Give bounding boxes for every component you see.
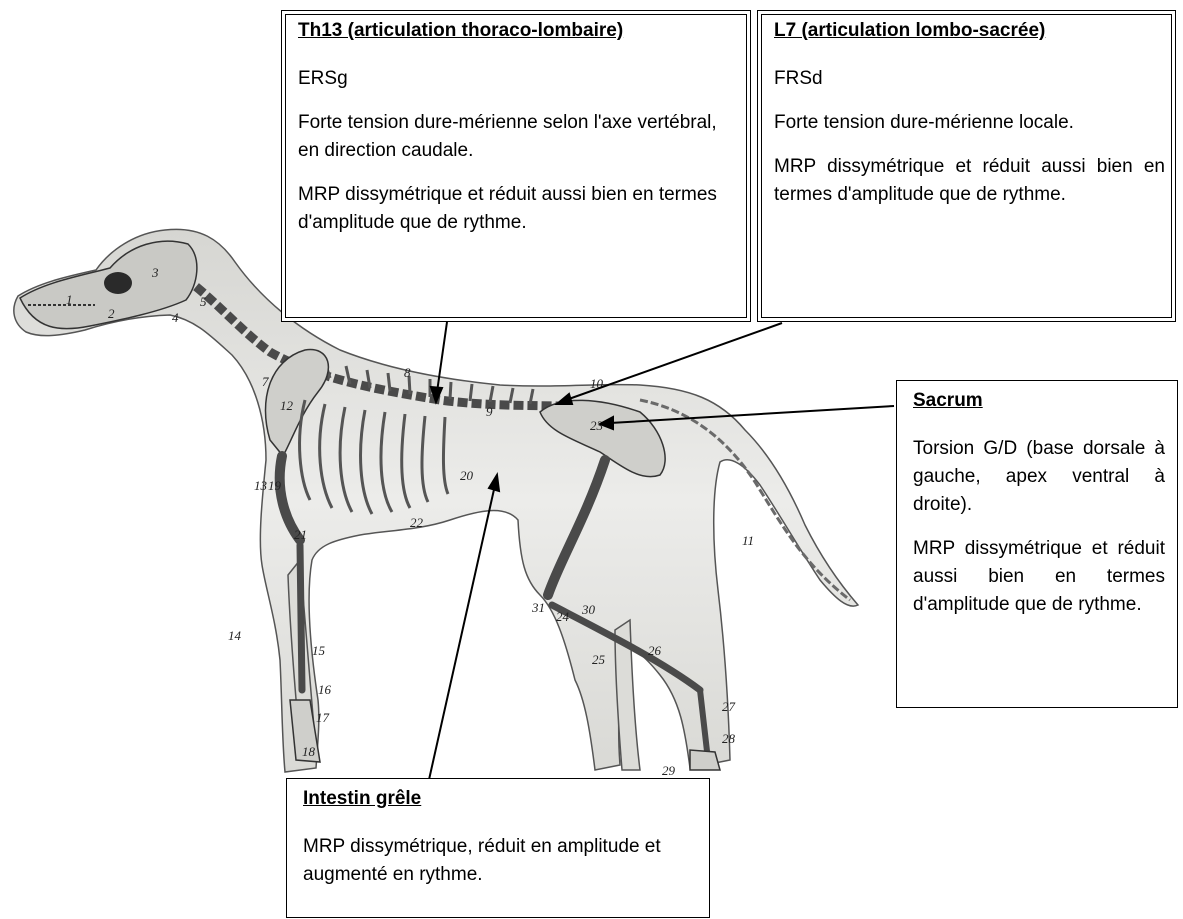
callout-l7: L7 (articulation lombo-sacrée) FRSd Fort… — [757, 10, 1176, 322]
number-label: 26 — [648, 643, 662, 658]
callout-text: MRP dissymétrique et réduit aussi bien e… — [913, 535, 1165, 619]
callout-intestin: Intestin grêle MRP dissymétrique, réduit… — [286, 778, 710, 918]
callout-text: FRSd — [774, 65, 1165, 93]
number-label: 17 — [316, 710, 330, 725]
number-label: 27 — [722, 699, 736, 714]
number-label: 4 — [172, 310, 179, 325]
arrow-intestin — [424, 485, 495, 802]
number-label: 7 — [262, 374, 269, 389]
number-label: 15 — [312, 643, 326, 658]
number-label: 31 — [531, 600, 545, 615]
number-label: 24 — [556, 609, 570, 624]
hind-paw — [690, 750, 720, 770]
callout-title: Intestin grêle — [303, 785, 699, 813]
number-label: 22 — [410, 515, 424, 530]
callout-th13: Th13 (articulation thoraco-lombaire) ERS… — [281, 10, 751, 322]
number-label: 12 — [280, 398, 294, 413]
callout-title: Sacrum — [913, 387, 1165, 415]
number-label: 8 — [404, 365, 411, 380]
number-label: 14 — [228, 628, 242, 643]
number-label: 29 — [662, 763, 676, 778]
callout-text: Forte tension dure-mérienne locale. — [774, 109, 1165, 137]
number-label: 28 — [722, 731, 736, 746]
number-label: 5 — [200, 294, 207, 309]
callout-text: MRP dissymétrique, réduit en amplitude e… — [303, 833, 699, 889]
number-label: 2 — [108, 306, 115, 321]
callout-title: Th13 (articulation thoraco-lombaire) — [298, 17, 740, 45]
number-label: 30 — [581, 602, 596, 617]
number-label: 20 — [460, 468, 474, 483]
callout-text: ERSg — [298, 65, 740, 93]
number-label: 16 — [318, 682, 332, 697]
callout-title: L7 (articulation lombo-sacrée) — [774, 17, 1165, 45]
number-label: 21 — [294, 527, 307, 542]
number-label: 1 — [66, 292, 73, 307]
callout-text: MRP dissymétrique et réduit aussi bien e… — [774, 153, 1165, 209]
callout-text: MRP dissymétrique et réduit aussi bien e… — [298, 181, 740, 237]
number-label: 3 — [151, 265, 159, 280]
number-label: 19 — [268, 478, 282, 493]
radius-ulna — [300, 545, 302, 690]
number-label: 25 — [592, 652, 606, 667]
number-label: 13 — [254, 478, 268, 493]
number-label: 18 — [302, 744, 316, 759]
callout-text: Torsion G/D (base dorsale à gauche, apex… — [913, 435, 1165, 519]
callout-sacrum: Sacrum Torsion G/D (base dorsale à gauch… — [896, 380, 1178, 708]
number-label: 9 — [486, 404, 493, 419]
eye-orbit — [104, 272, 132, 294]
number-label: 11 — [742, 533, 754, 548]
callout-text: Forte tension dure-mérienne selon l'axe … — [298, 109, 740, 165]
